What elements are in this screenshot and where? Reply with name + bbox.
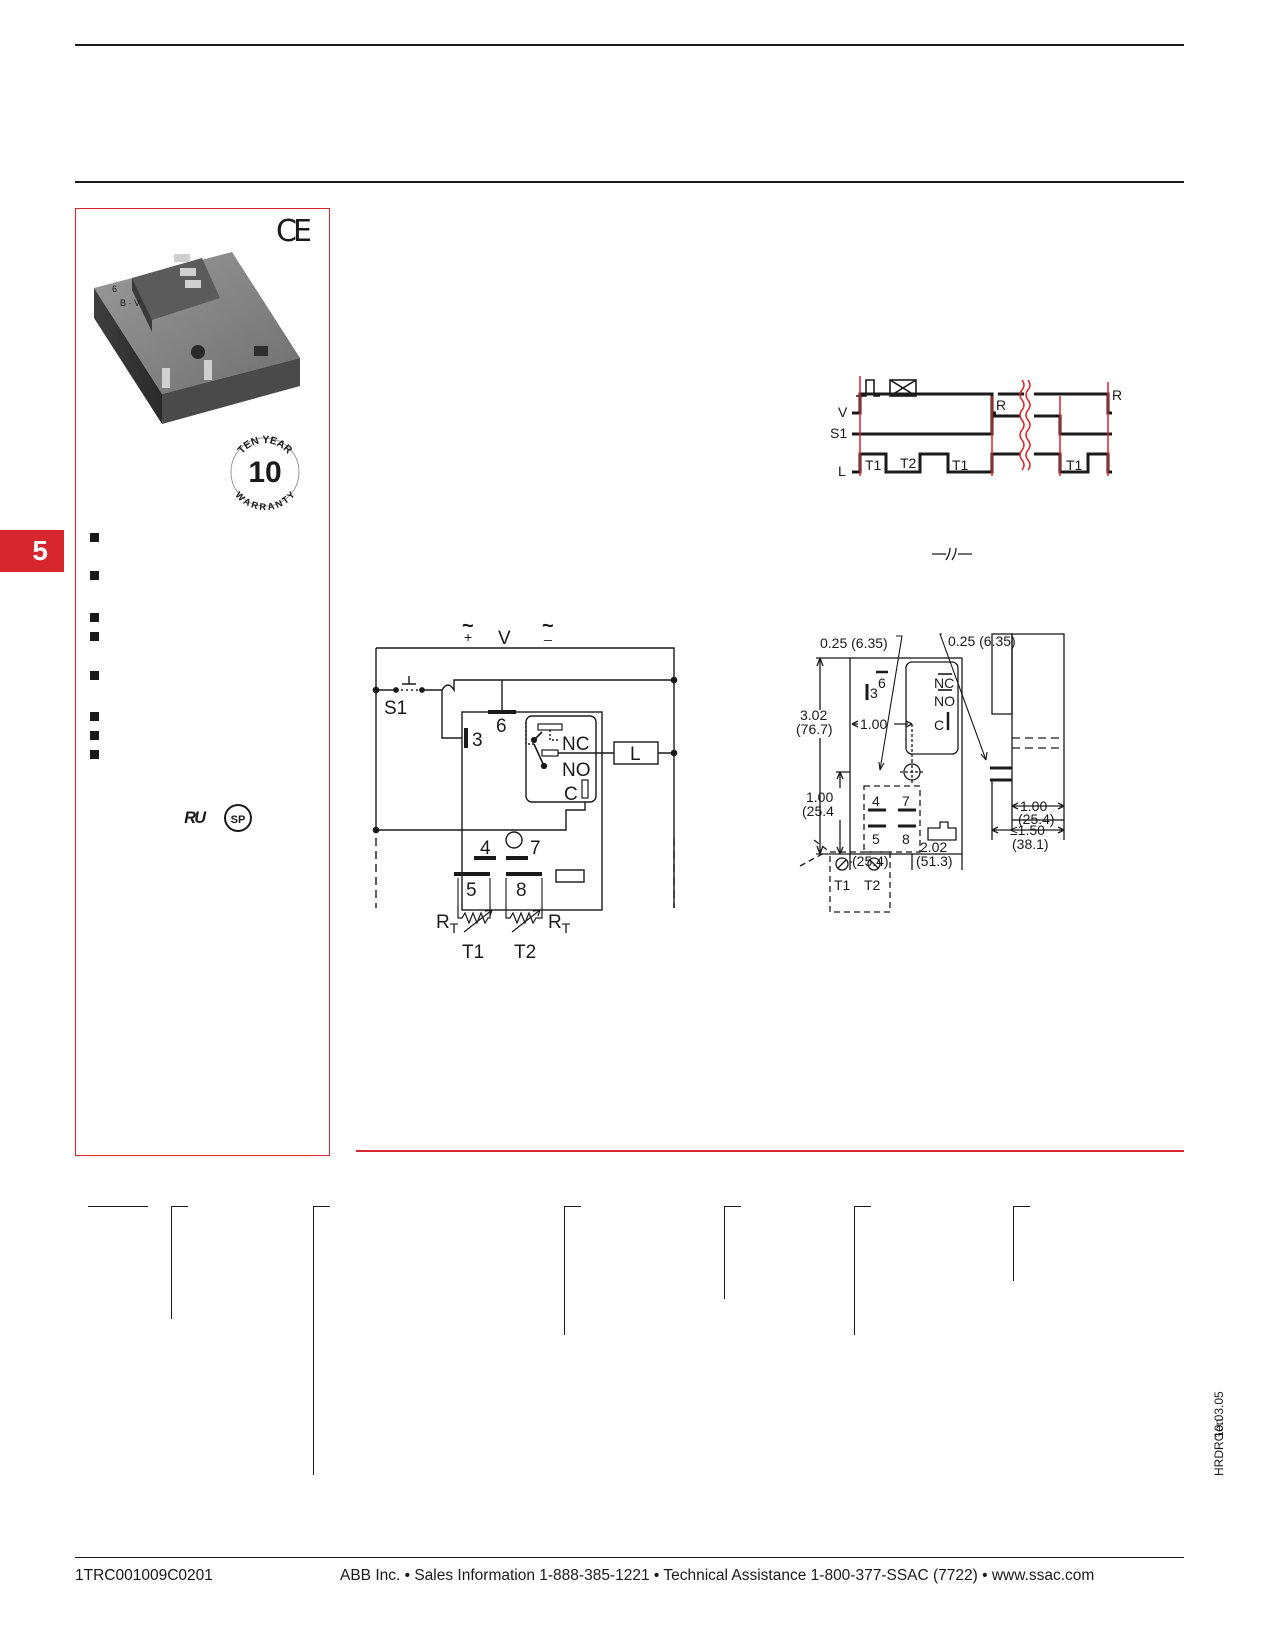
dim-offset-label: 1.00 [860, 716, 887, 732]
wiring-pin6-label: 6 [496, 716, 507, 737]
wiring-nc-label: NC [562, 734, 589, 755]
dim-top-left-label: 0.25 (6.35) [820, 635, 888, 651]
dim-width-in-label: 2.02 [920, 839, 947, 855]
wiring-t2-label: T2 [514, 942, 536, 963]
feature-bullet [90, 533, 99, 542]
warranty-number: 10 [248, 456, 281, 489]
dim-pin7-label: 7 [902, 793, 910, 809]
feature-bullet [90, 750, 99, 759]
timing-label-l: L [838, 463, 846, 479]
wiring-plus-label: + [464, 629, 472, 645]
timing-label-t1: T1 [952, 457, 969, 473]
ordering-rule [88, 1206, 148, 1208]
dim-pin-height-in-label: 1.00 [806, 789, 833, 805]
timing-label-v: V [838, 404, 848, 420]
wiring-pin3-label: 3 [472, 730, 483, 751]
dim-height-in-label: 3.02 [800, 707, 827, 723]
feature-bullet [90, 632, 99, 641]
product-sidebar [75, 208, 330, 1156]
dim-bottom-left-mm-label: (25.4) [852, 853, 889, 869]
timing-label-t1: T1 [865, 457, 882, 473]
wiring-rt-label: RT [548, 912, 571, 936]
dim-side-depth-in-label: 1.00 [1020, 798, 1047, 814]
ul-recognized-icon: ᴿᵁ [183, 808, 205, 835]
wiring-v-label: V [498, 628, 511, 649]
dim-side-total-mm-label: (38.1) [1012, 836, 1049, 852]
ordering-bracket [854, 1206, 871, 1335]
wiring-pin8-label: 8 [516, 880, 527, 901]
footer-doc-number: 1TRC001009C0201 [75, 1567, 213, 1584]
ce-mark-icon: CE [276, 214, 312, 249]
feature-bullet [90, 712, 99, 721]
doc-date: 10.03.05 [1212, 1391, 1226, 1438]
header-bottom-rule [75, 181, 1184, 183]
dim-nc-label: NC [934, 675, 954, 691]
warranty-badge-icon: TEN YEAR 10 WARRANTY [230, 434, 300, 510]
timing-label-reset: R [996, 397, 1006, 413]
wiring-rt-label: RT [436, 912, 459, 936]
wiring-pin4-label: 4 [480, 838, 491, 859]
dim-c-label: C [934, 717, 944, 733]
dimension-drawing: 0.25 (6.35) 0.25 (6.35) 3.02 (76.7) 1.00… [796, 633, 1065, 913]
timing-label-reset: R [1112, 387, 1122, 403]
dim-pin4-label: 4 [872, 793, 880, 809]
dim-pin-height-mm-label: (25.4 [802, 803, 834, 819]
feature-bullet [90, 731, 99, 740]
break-symbol-icon [932, 547, 972, 561]
timing-label-s1: S1 [830, 425, 847, 441]
ordering-bracket [171, 1206, 188, 1319]
svg-text:B · V: B · V [120, 298, 140, 308]
header-top-rule [75, 44, 1184, 46]
dim-top-right-label: 0.25 (6.35) [948, 633, 1016, 649]
wiring-pin5-label: 5 [466, 880, 477, 901]
wiring-s1-label: S1 [384, 698, 407, 719]
dim-side-depth-mm-label: (25.4) [1018, 811, 1055, 827]
dim-side-total-in-label: ≤1.50 [1010, 822, 1045, 838]
ordering-bracket [564, 1206, 581, 1335]
section-divider [356, 1150, 1184, 1152]
wiring-load-label: L [630, 744, 641, 765]
footer-contact: ABB Inc. • Sales Information 1-888-385-1… [340, 1567, 1095, 1584]
dim-knob-t2-label: T2 [864, 877, 881, 893]
feature-bullet [90, 671, 99, 680]
wiring-pin7-label: 7 [530, 838, 541, 859]
wiring-c-label: C [564, 784, 578, 805]
dim-pin3-label: 3 [870, 685, 878, 701]
csa-certified-icon: SP [224, 804, 252, 832]
product-photo: 6 B · V [94, 252, 300, 424]
wiring-no-label: NO [562, 760, 591, 781]
wiring-t1-label: T1 [462, 942, 484, 963]
dim-pin6-label: 6 [878, 675, 886, 691]
feature-bullet [90, 613, 99, 622]
ordering-bracket [313, 1206, 330, 1475]
feature-bullet [90, 571, 99, 580]
dim-knob-t1-label: T1 [834, 877, 851, 893]
footer-rule [75, 1557, 1184, 1559]
timing-label-t1: T1 [1066, 457, 1083, 473]
ac-symbol-icon: ~ [462, 620, 474, 637]
timing-diagram: V S1 L R R T1 T2 T1 T1 [830, 376, 1122, 479]
dim-pin8-label: 8 [902, 831, 910, 847]
dim-width-mm-label: (51.3) [916, 853, 953, 869]
section-tab[interactable]: 5 [0, 530, 64, 572]
dim-no-label: NO [934, 693, 955, 709]
ordering-bracket [724, 1206, 741, 1299]
wiring-diagram: ~ ~ + _ V S1 3 6 NC NO C L 4 7 5 8 RT RT… [372, 620, 678, 963]
svg-text:6: 6 [112, 284, 117, 294]
dim-height-mm-label: (76.7) [796, 721, 833, 737]
wiring-minus-label: _ [543, 625, 552, 641]
timing-label-t2: T2 [900, 455, 917, 471]
ordering-bracket [1013, 1206, 1030, 1281]
dim-pin5-label: 5 [872, 831, 880, 847]
ac-symbol-icon: ~ [542, 620, 554, 637]
